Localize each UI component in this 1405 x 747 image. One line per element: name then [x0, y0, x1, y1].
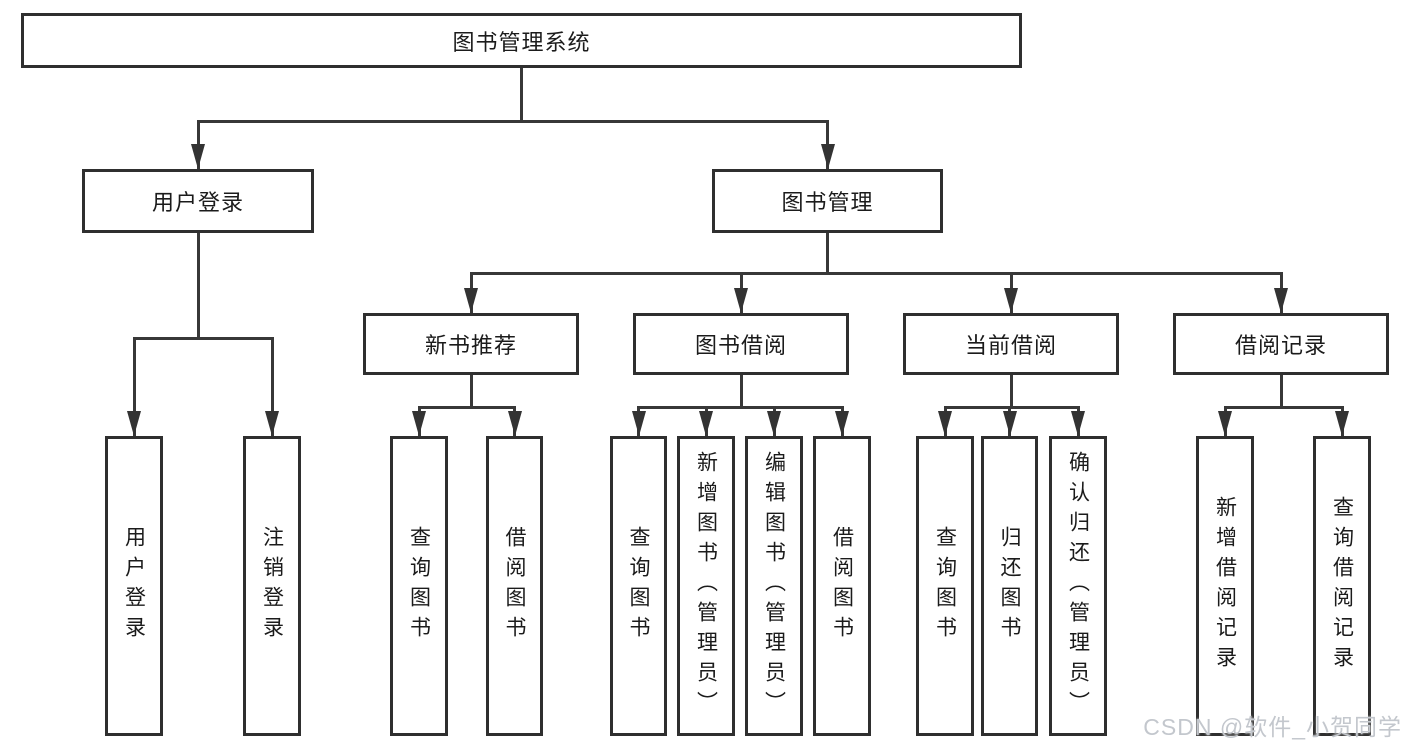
connector-line — [417, 406, 516, 409]
node-leaf-edit-book: 编辑图书（管理员） — [745, 436, 803, 736]
node-book-borrow: 图书借阅 — [633, 313, 849, 375]
arrow-down-icon — [767, 411, 781, 436]
arrow-down-icon — [1002, 411, 1017, 436]
connector-line — [469, 375, 473, 409]
node-label: 借阅记录 — [1234, 333, 1327, 358]
node-label: 编辑图书（管理员） — [762, 451, 786, 721]
arrow-down-icon — [1335, 411, 1349, 436]
node-label: 归还图书 — [998, 526, 1021, 646]
connector-line — [270, 340, 274, 436]
node-label: 新增借阅记录 — [1213, 496, 1237, 676]
node-label: 用户登录 — [151, 190, 244, 215]
node-label: 借阅图书 — [503, 526, 526, 646]
node-leaf-user-login: 用户登录 — [105, 436, 163, 736]
node-label: 当前借阅 — [964, 333, 1057, 358]
connector-line — [943, 406, 1080, 409]
connector-line — [1009, 375, 1013, 409]
connector-line — [132, 340, 136, 436]
connector-line — [196, 233, 200, 340]
connector-line — [1223, 406, 1344, 409]
arrow-down-icon — [127, 411, 141, 436]
node-borrow-records: 借阅记录 — [1173, 313, 1389, 375]
connector-line — [826, 233, 829, 275]
node-label: 确认归还（管理员） — [1066, 451, 1090, 721]
connector-line — [469, 272, 1283, 275]
node-label: 查询借阅记录 — [1330, 496, 1354, 676]
node-label: 图书借阅 — [694, 333, 787, 358]
node-label: 图书管理系统 — [452, 29, 591, 55]
arrow-down-icon — [1274, 288, 1288, 313]
node-root: 图书管理系统 — [21, 13, 1022, 68]
connector-line — [196, 120, 829, 123]
node-label: 图书管理 — [781, 190, 874, 215]
arrow-down-icon — [631, 411, 646, 436]
connector-line — [739, 375, 743, 409]
arrow-down-icon — [835, 411, 849, 436]
node-leaf-query-book-2: 查询图书 — [610, 436, 667, 736]
arrow-down-icon — [191, 144, 205, 169]
watermark-text: CSDN @软件_小贺同学 — [1143, 714, 1402, 740]
node-label: 查询图书 — [627, 526, 650, 646]
arrow-down-icon — [412, 411, 426, 436]
node-label: 注销登录 — [260, 526, 284, 646]
node-label: 借阅图书 — [830, 526, 854, 646]
node-leaf-return-book: 归还图书 — [981, 436, 1038, 736]
arrow-down-icon — [699, 411, 713, 436]
arrow-down-icon — [1218, 411, 1232, 436]
node-new-book-rec: 新书推荐 — [363, 313, 579, 375]
node-leaf-query-borrow-record: 查询借阅记录 — [1313, 436, 1371, 736]
node-label: 用户登录 — [122, 526, 146, 646]
node-leaf-confirm-return: 确认归还（管理员） — [1049, 436, 1107, 736]
node-user-login: 用户登录 — [82, 169, 314, 233]
node-leaf-add-book: 新增图书（管理员） — [677, 436, 735, 736]
node-leaf-query-book-1: 查询图书 — [390, 436, 448, 736]
node-leaf-query-book-3: 查询图书 — [916, 436, 974, 736]
arrow-down-icon — [464, 288, 478, 313]
node-leaf-borrow-book-2: 借阅图书 — [813, 436, 871, 736]
arrow-down-icon — [820, 144, 835, 169]
node-book-mgmt: 图书管理 — [712, 169, 943, 233]
connector-line — [1279, 375, 1283, 409]
node-leaf-logout: 注销登录 — [243, 436, 301, 736]
node-leaf-add-borrow-record: 新增借阅记录 — [1196, 436, 1254, 736]
node-label: 查询图书 — [407, 526, 431, 646]
connector-line — [132, 337, 274, 340]
node-label: 新增图书（管理员） — [694, 451, 718, 721]
node-current-borrow: 当前借阅 — [903, 313, 1119, 375]
node-label: 查询图书 — [933, 526, 957, 646]
node-leaf-borrow-book-1: 借阅图书 — [486, 436, 543, 736]
node-label: 新书推荐 — [424, 333, 517, 358]
arrow-down-icon — [938, 411, 952, 436]
arrow-down-icon — [1004, 288, 1018, 313]
arrow-down-icon — [507, 411, 522, 436]
connector-line — [637, 406, 844, 409]
connector-line — [520, 68, 523, 123]
arrow-down-icon — [265, 411, 279, 436]
arrow-down-icon — [734, 288, 748, 313]
arrow-down-icon — [1071, 411, 1085, 436]
